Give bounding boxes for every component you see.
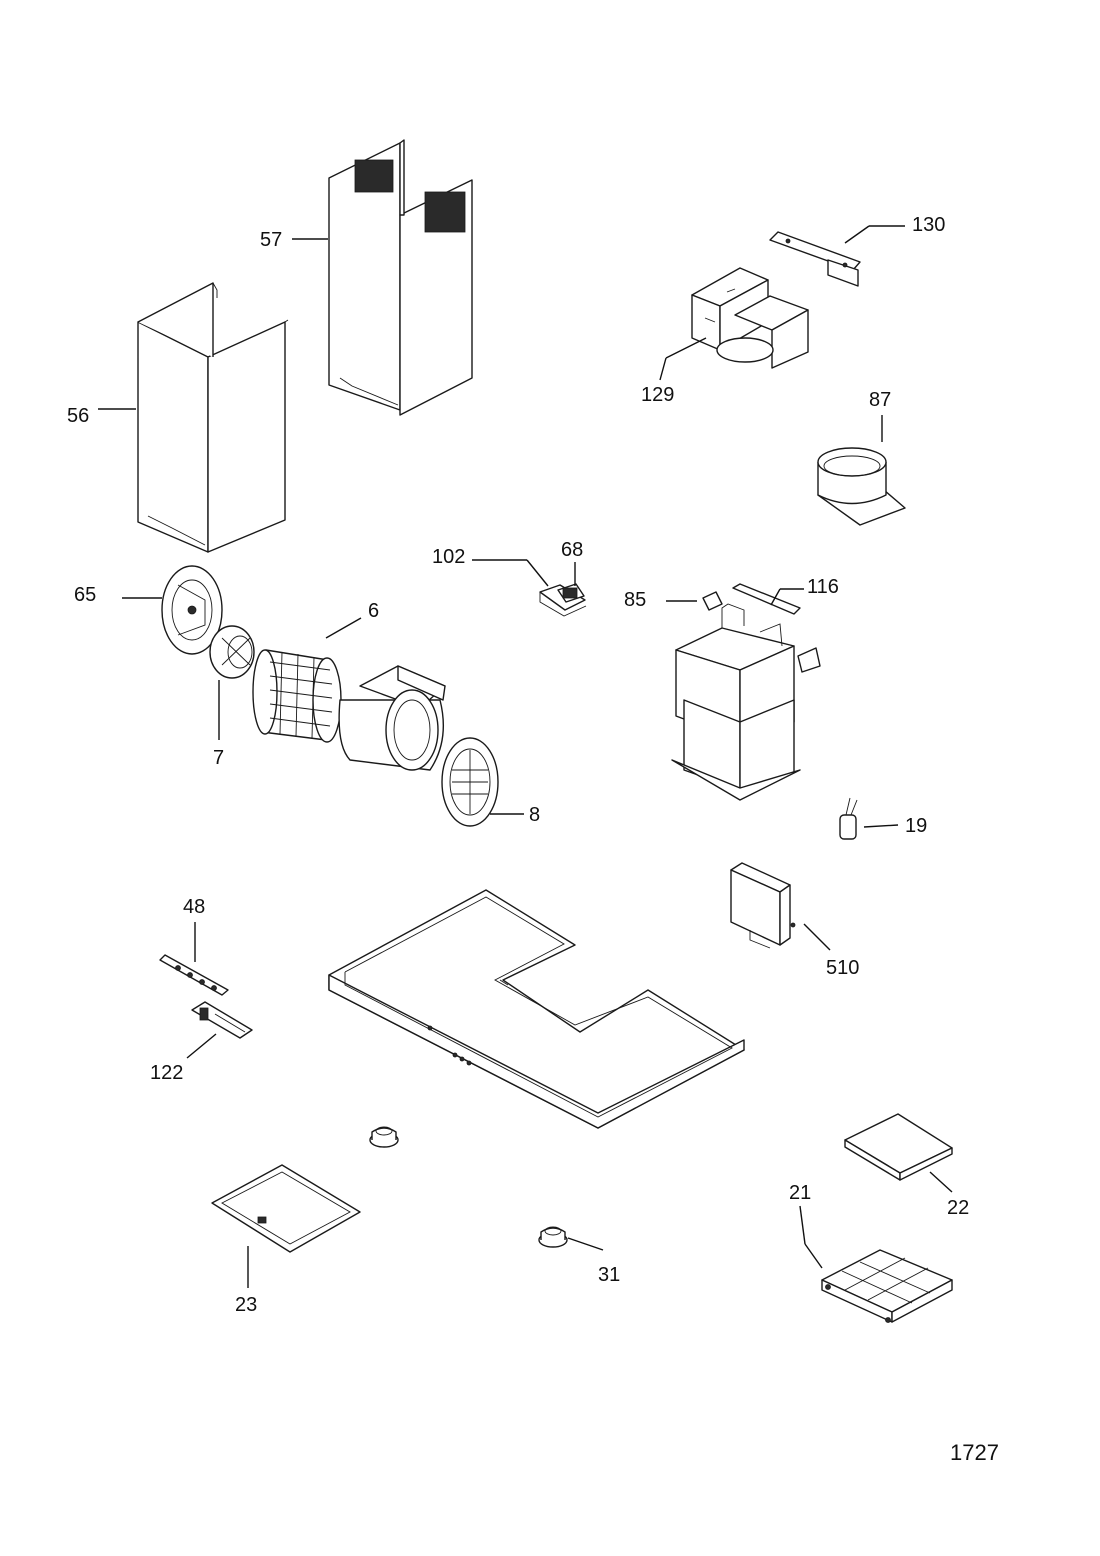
part-129-air-diverter: [691, 267, 809, 369]
callout-85: 85: [624, 589, 697, 611]
callout-6: 6: [325, 600, 379, 639]
part-87-round-adapter: [817, 447, 906, 526]
callout-8-label: 8: [529, 804, 540, 826]
callout-122-label: 122: [150, 1062, 183, 1084]
callout-130: 130: [844, 214, 945, 244]
light-bulb: [369, 1126, 399, 1148]
callout-7: 7: [213, 680, 224, 769]
part-21-filter-frame: [821, 1249, 953, 1323]
callout-21-label: 21: [789, 1182, 811, 1204]
callout-19-label: 19: [905, 815, 927, 837]
callout-19: 19: [863, 815, 927, 837]
callout-8: 8: [490, 804, 540, 826]
callout-68-label: 68: [561, 539, 583, 561]
part-122-switch-block: [191, 1001, 253, 1039]
callout-57: 57: [260, 229, 328, 251]
part-48-control-strip: [159, 954, 229, 996]
callout-31: 31: [567, 1237, 620, 1286]
callout-23: 23: [235, 1246, 257, 1316]
callout-116-label: 116: [807, 576, 839, 598]
part-57-upper-chimney: [328, 139, 473, 416]
callout-6-label: 6: [368, 600, 379, 622]
part-6-blower-wheel: [252, 649, 342, 743]
part-8-inlet-grille: [441, 737, 499, 827]
callout-122: 122: [150, 1033, 217, 1084]
callout-510: 510: [803, 923, 859, 979]
callout-22: 22: [929, 1171, 969, 1219]
callout-510-label: 510: [826, 957, 859, 979]
callout-48-label: 48: [183, 896, 205, 918]
callout-21: 21: [789, 1182, 823, 1269]
callout-116: 116: [770, 576, 839, 606]
part-56-lower-chimney: [137, 282, 289, 553]
callout-7-label: 7: [213, 747, 224, 769]
callout-85-label: 85: [624, 589, 646, 611]
callout-102-label: 102: [432, 546, 465, 568]
callout-87: 87: [869, 389, 891, 442]
part-7-motor: [209, 625, 255, 679]
callout-65: 65: [74, 584, 162, 606]
callout-65-label: 65: [74, 584, 96, 606]
part-31-light-bulb: [538, 1226, 568, 1248]
callout-56-label: 56: [67, 405, 89, 427]
callout-23-label: 23: [235, 1294, 257, 1316]
part-85-116-motor-mount: [671, 583, 821, 801]
part-65-motor-plate: [161, 565, 223, 655]
callout-56: 56: [67, 405, 136, 427]
callout-102: 102: [432, 546, 549, 587]
callout-57-label: 57: [260, 229, 282, 251]
part-510-control-box: [730, 862, 796, 949]
callout-130-label: 130: [912, 214, 945, 236]
callout-31-label: 31: [598, 1264, 620, 1286]
callout-87-label: 87: [869, 389, 891, 411]
callout-48: 48: [183, 896, 205, 962]
part-23-grease-filter: [211, 1164, 361, 1253]
part-102-68-bracket: [539, 583, 587, 617]
callout-22-label: 22: [947, 1197, 969, 1219]
callout-129: 129: [641, 337, 707, 406]
callout-68: 68: [561, 539, 583, 586]
diagram-id-label: 1727: [950, 1440, 999, 1465]
callout-129-label: 129: [641, 384, 674, 406]
part-130-bracket: [769, 231, 861, 287]
part-22-charcoal-filter: [844, 1113, 953, 1181]
hood-canopy-body: [328, 889, 745, 1129]
part-19-capacitor: [839, 797, 858, 840]
